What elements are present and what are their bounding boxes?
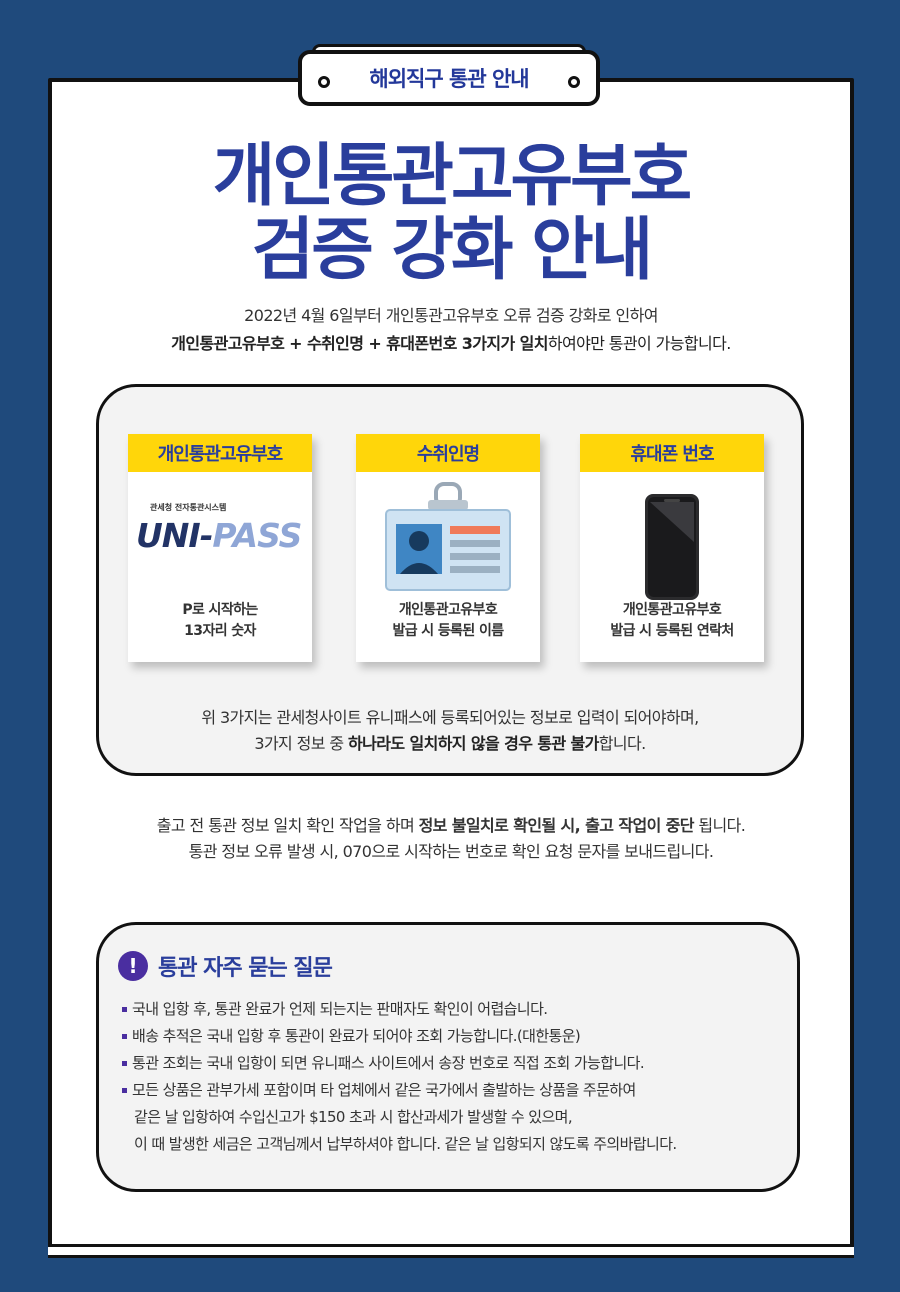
id-card-icon	[385, 482, 511, 591]
card-caption-line2: 발급 시 등록된 연락처	[610, 623, 734, 639]
card-recipient-name: 수취인명 개인통관고유부호 발급 시 등록된 이름	[356, 434, 540, 662]
notice-line1: 출고 전 통관 정보 일치 확인 작업을 하며 정보 불일치로 확인될 시, 출…	[48, 812, 854, 836]
main-title-line2: 검증 강화 안내	[251, 211, 654, 290]
card-phone-number: 휴대폰 번호 개인통관고유부호 발급 시 등록된 연락처	[580, 434, 764, 662]
box-text-pre: 3가지 정보 중	[254, 734, 348, 753]
exclamation-icon: !	[118, 951, 148, 981]
box-text-post: 합니다.	[598, 734, 646, 753]
faq-header: ! 통관 자주 묻는 질문	[118, 950, 333, 982]
intro-line2: 개인통관고유부호 + 수취인명 + 휴대폰번호 3가지가 일치하여야만 통관이 …	[48, 330, 854, 354]
card-title: 수취인명	[356, 434, 540, 472]
header-tab: 해외직구 통관 안내	[298, 50, 600, 106]
faq-item-continuation: 이 때 발생한 세금은 고객님께서 납부하셔야 합니다. 같은 날 입항되지 않…	[134, 1135, 677, 1153]
panel-bottom-edge	[48, 1244, 854, 1258]
intro-line2-rest: 하여야만 통관이 가능합니다.	[547, 334, 732, 353]
faq-item-continuation: 같은 날 입항하여 수입신고가 $150 초과 시 합산과세가 발생할 수 있으…	[134, 1108, 573, 1126]
card-caption-line1: P로 시작하는	[182, 602, 258, 618]
smartphone-icon	[645, 494, 699, 600]
card-caption-line1: 개인통관고유부호	[622, 602, 722, 618]
tab-title: 해외직구 통관 안내	[369, 67, 529, 91]
unipass-pass: PASS	[212, 516, 302, 555]
unipass-logo: 관세청 전자통관시스템 UNI-PASS	[128, 472, 312, 600]
card-title: 개인통관고유부호	[128, 434, 312, 472]
card-caption-line2: 발급 시 등록된 이름	[392, 623, 504, 639]
faq-list: 국내 입항 후, 통관 완료가 언제 되는지는 판매자도 확인이 어렵습니다. …	[120, 996, 800, 1158]
dot-icon	[318, 76, 330, 88]
faq-item: 국내 입항 후, 통관 완료가 언제 되는지는 판매자도 확인이 어렵습니다.	[120, 996, 800, 1023]
card-title: 휴대폰 번호	[580, 434, 764, 472]
box-text-line1: 위 3가지는 관세청사이트 유니패스에 등록되어있는 정보로 입력이 되어야하며…	[201, 708, 699, 727]
faq-item: 통관 조회는 국내 입항이 되면 유니패스 사이트에서 송장 번호로 직접 조회…	[120, 1050, 800, 1077]
card-caption-line2: 13자리 숫자	[184, 623, 256, 639]
notice-pre: 출고 전 통관 정보 일치 확인 작업을 하며	[156, 816, 419, 835]
faq-item: 배송 추적은 국내 입항 후 통관이 완료가 되어야 조회 가능합니다.(대한통…	[120, 1023, 800, 1050]
box-text-bold: 하나라도 일치하지 않을 경우 통관 불가	[348, 734, 599, 753]
intro-line2-bold: 개인통관고유부호 + 수취인명 + 휴대폰번호 3가지가 일치	[171, 334, 548, 353]
unipass-uni: UNI-	[136, 516, 213, 555]
faq-title: 통관 자주 묻는 질문	[158, 956, 333, 981]
unipass-wordmark: UNI-PASS	[136, 516, 302, 555]
notice-post: 됩니다.	[693, 816, 746, 835]
intro-line1: 2022년 4월 6일부터 개인통관고유부호 오류 검증 강화로 인하여	[244, 306, 658, 325]
box-text-line2: 3가지 정보 중 하나라도 일치하지 않을 경우 통관 불가합니다.	[96, 730, 804, 754]
card-customs-code: 개인통관고유부호 관세청 전자통관시스템 UNI-PASS P로 시작하는 13…	[128, 434, 312, 662]
main-title-line1: 개인통관고유부호	[212, 137, 692, 216]
dot-icon	[568, 76, 580, 88]
faq-box	[96, 922, 800, 1192]
card-caption-line1: 개인통관고유부호	[398, 602, 498, 618]
faq-item: 모든 상품은 관부가세 포함이며 타 업체에서 같은 국가에서 출발하는 상품을…	[120, 1077, 800, 1104]
notice-line2: 통관 정보 오류 발생 시, 070으로 시작하는 번호로 확인 요청 문자를 …	[188, 842, 714, 861]
unipass-subtitle: 관세청 전자통관시스템	[150, 503, 227, 512]
notice-bold: 정보 불일치로 확인될 시, 출고 작업이 중단	[418, 816, 695, 835]
